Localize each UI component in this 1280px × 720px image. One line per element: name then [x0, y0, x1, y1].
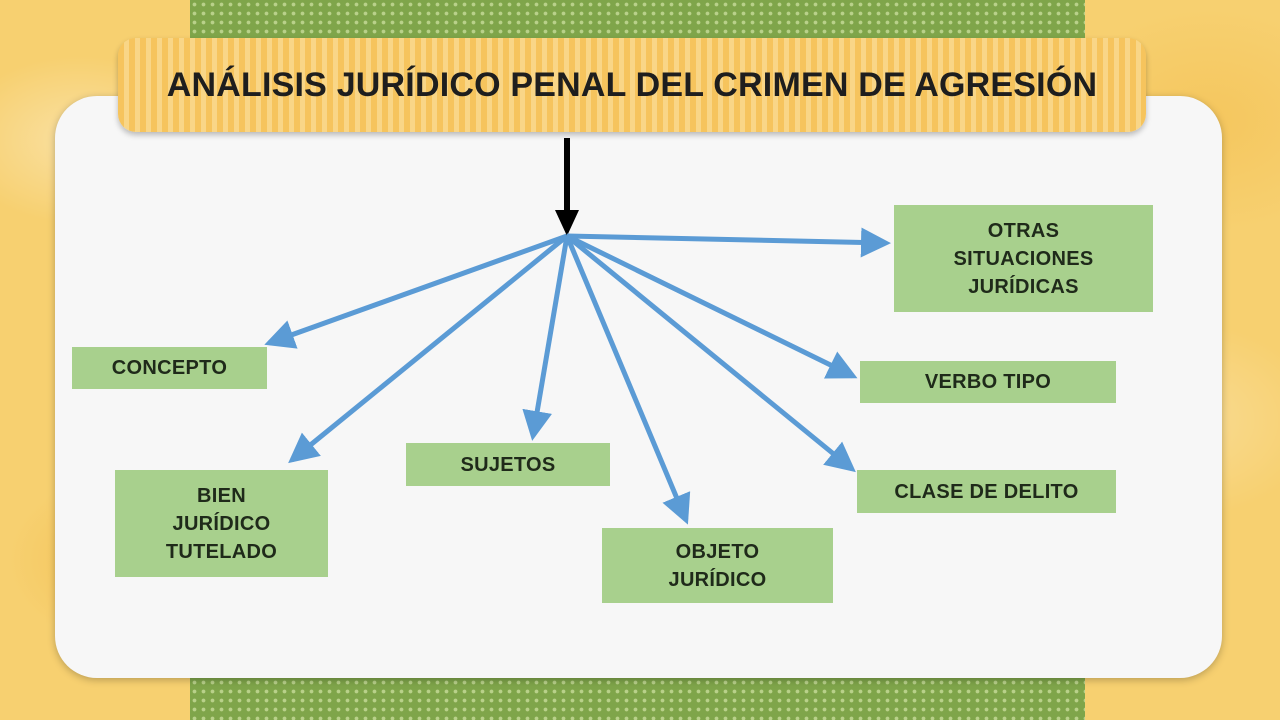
arrow-to-otras-situaciones — [566, 227, 891, 258]
arrow-to-clase-delito — [565, 234, 856, 473]
page-title: ANÁLISIS JURÍDICO PENAL DEL CRIMEN DE AG… — [166, 65, 1098, 104]
arrow-to-verbo-tipo — [565, 233, 858, 379]
arrow-to-bien-juridico — [288, 234, 569, 464]
node-clase-de-delito: CLASE DE DELITO — [857, 470, 1116, 513]
main-arrow-head — [555, 210, 579, 236]
node-sujetos: SUJETOS — [406, 443, 610, 486]
node-otras-situaciones-juridicas: OTRAS SITUACIONES JURÍDICAS — [894, 205, 1153, 312]
node-objeto-juridico: OBJETO JURÍDICO — [602, 528, 833, 603]
node-concepto: CONCEPTO — [72, 347, 267, 389]
title-banner: ANÁLISIS JURÍDICO PENAL DEL CRIMEN DE AG… — [118, 38, 1146, 132]
node-bien-juridico-tutelado: BIEN JURÍDICO TUTELADO — [115, 470, 328, 577]
node-verbo-tipo: VERBO TIPO — [860, 361, 1116, 403]
arrow-to-sujetos — [522, 235, 570, 441]
arrow-to-concepto — [264, 233, 568, 349]
arrow-to-objeto-juridico — [564, 235, 691, 525]
